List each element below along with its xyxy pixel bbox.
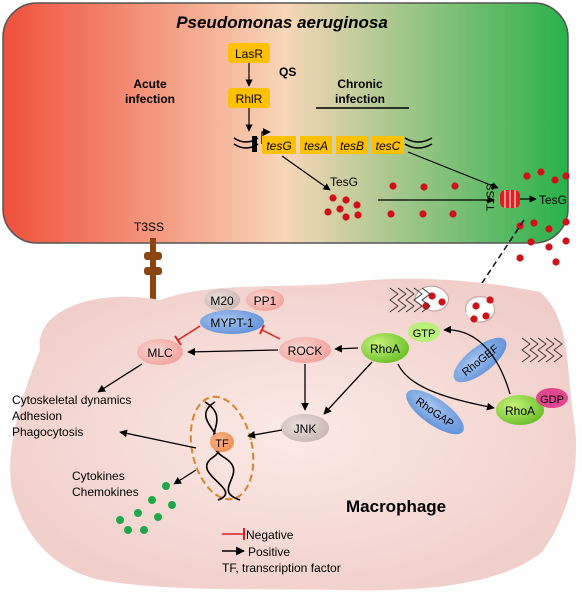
gtp-label: GTP	[413, 328, 436, 340]
cytokine-dots	[116, 482, 176, 534]
mlc-node	[137, 339, 183, 365]
legend-tf-note: TF, transcription factor	[222, 561, 341, 575]
rock-label: ROCK	[288, 344, 323, 358]
membrane-receptor-pit-2	[465, 296, 495, 323]
rhoa-active-node	[361, 333, 409, 363]
tesg-dot-near-pit	[486, 296, 494, 304]
mypt1-label: MYPT-1	[210, 316, 254, 330]
gene-tesb: tesB	[340, 139, 364, 153]
legend-negative-label: Negative	[246, 528, 294, 542]
dna-strand-1	[204, 401, 241, 501]
gene-tesa: tesA	[304, 139, 328, 153]
rhoa-inactive-node	[496, 395, 544, 425]
chronic-label-2: infection	[335, 92, 385, 106]
rock-to-mlc-arrow	[187, 347, 279, 356]
jnk-label: JNK	[294, 422, 317, 436]
gtp-node	[408, 322, 440, 342]
gene-box-tesa	[300, 136, 332, 154]
rock-node	[279, 337, 331, 363]
gtp-hydrolysis-arrow	[397, 363, 495, 411]
promoter-block	[252, 136, 257, 152]
tesg-translation-arrow	[281, 155, 331, 191]
rhogap-node	[406, 389, 464, 435]
jnk-node	[281, 414, 329, 442]
pp1-label: PP1	[254, 294, 277, 308]
gene-box-tesg	[262, 136, 296, 154]
tesg-inside-label: TesG	[330, 175, 358, 189]
dna-right-end	[404, 137, 433, 149]
rhoa-inactive-label: RhoA	[505, 404, 535, 418]
bacterium-title: Pseudomonas aeruginosa	[176, 13, 388, 32]
rhlr-box	[228, 88, 270, 108]
mlc-label: MLC	[147, 346, 173, 360]
t3ss-label: T3SS	[134, 220, 164, 234]
gdp-label: GDP	[540, 394, 564, 406]
receptor-inactive	[521, 337, 563, 363]
outcome-cytoskeletal: Cytoskeletal dynamics	[12, 393, 131, 407]
rhlr-label: RhlR	[236, 92, 263, 106]
mypt1-inhibits-mlc	[177, 325, 201, 341]
tesg-delivery-arrow	[471, 219, 525, 299]
lasr-box	[228, 43, 270, 63]
rhoa-to-rock-arrow	[334, 344, 359, 353]
legend: Negative Positive TF, transcription fact…	[222, 528, 341, 575]
gene-box-tesb	[336, 136, 368, 154]
gdp-node	[536, 388, 568, 408]
outcome-phagocytosis: Phagocytosis	[12, 425, 83, 439]
macrophage-title: Macrophage	[346, 497, 446, 516]
m20-node	[204, 289, 240, 311]
acute-label-1: Acute	[133, 77, 167, 91]
acute-label-2: infection	[125, 92, 175, 106]
tf-to-cytokine-arrow	[173, 469, 197, 485]
chemokines-label: Chemokines	[72, 485, 139, 499]
qs-label: QS	[279, 65, 296, 79]
rock-inhibits-mypt1	[261, 329, 281, 340]
gene-tesg: tesG	[266, 139, 291, 153]
mlc-to-outcome-arrow	[97, 363, 143, 393]
dna-strand-2	[205, 401, 227, 501]
rhoa-to-jnk-arrow	[323, 361, 373, 415]
lasr-label: LasR	[235, 47, 263, 61]
gdp-exchange-arrow	[443, 325, 511, 395]
bacterium-cell: Pseudomonas aeruginosa LasR RhlR QS Acut…	[2, 2, 569, 244]
tesabc-to-t1ss-arrow	[407, 151, 499, 189]
receptor-active	[389, 287, 431, 313]
tf-to-outcome-arrow	[119, 429, 197, 449]
gene-tesc: tesC	[376, 139, 401, 153]
pp1-node	[246, 289, 284, 311]
t1ss-pore	[500, 190, 520, 208]
mypt1-node	[200, 310, 264, 334]
rhoa-active-label: RhoA	[370, 342, 400, 356]
t3ss-needle	[144, 238, 162, 300]
tf-label: TF	[215, 438, 229, 450]
tf-node	[210, 432, 234, 452]
tesg-outside-dots	[516, 168, 570, 266]
jnk-to-tf-arrow	[247, 429, 283, 439]
cytokines-label: Cytokines	[72, 469, 125, 483]
outcome-adhesion: Adhesion	[12, 409, 62, 423]
t1ss-label: T1SS	[485, 183, 497, 211]
rock-inhibits-mypt1-bar	[259, 324, 265, 335]
bacterium-body	[2, 2, 569, 244]
tesg-outside-label: TesG	[539, 193, 567, 207]
tesg-inside-dots	[324, 182, 459, 221]
chronic-label-1: Chronic	[337, 77, 383, 91]
m20-label: M20	[210, 294, 234, 308]
rhogef-node	[453, 337, 507, 383]
legend-positive-label: Positive	[248, 545, 290, 559]
gene-box-tesc	[372, 136, 404, 154]
mypt1-inhibits-mlc-bar	[174, 335, 182, 346]
